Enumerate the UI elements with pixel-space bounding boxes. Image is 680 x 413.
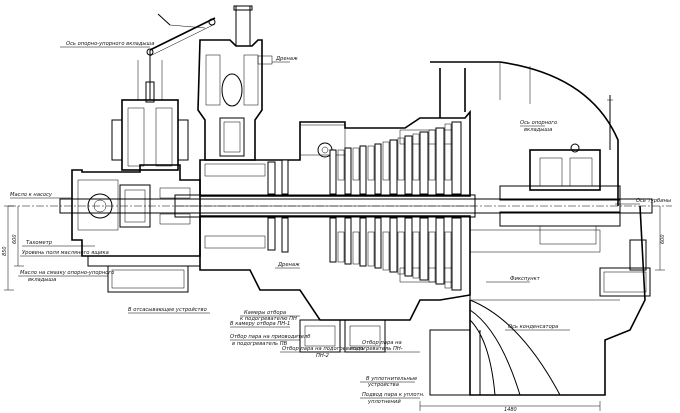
dim-bottom-length: 1480 bbox=[504, 407, 517, 413]
label-tachometer: Тахометр bbox=[26, 240, 53, 246]
label-oil-to-bearing-1: Масло на смазку опорно-упорного bbox=[20, 270, 114, 276]
label-drain-top: Дренаж bbox=[275, 56, 298, 62]
label-steam-to-heater-pn-2: подогреватель ПН- bbox=[350, 346, 403, 352]
label-to-ejector-2: устройства bbox=[367, 382, 399, 388]
label-steam-to-deaerator-2: в подогреватель ПВ bbox=[232, 341, 288, 347]
label-bearing-axis-right-1: Ось опорного bbox=[520, 120, 557, 126]
label-fixpoint: Фикспункт bbox=[510, 276, 541, 282]
label-to-seal-device: В отсасывающее устройство bbox=[128, 307, 207, 313]
top-lever-arm bbox=[146, 13, 216, 57]
label-condenser-axis: Ось конденсатора bbox=[508, 324, 558, 330]
label-steam-to-heater-pn-1: Отбор пара на bbox=[362, 340, 402, 346]
dimension-lines bbox=[4, 205, 665, 411]
dim-right-height: 600 bbox=[660, 234, 666, 244]
label-to-ejector-1: В уплотнительные bbox=[366, 376, 417, 382]
governor-valve-stack bbox=[111, 50, 189, 171]
label-extraction-lp1-2: к подогревателю ПН bbox=[240, 316, 297, 322]
label-steam-to-heater-1: Отбор пара на подогреватель bbox=[282, 346, 365, 352]
label-extraction-lp1-1: Камеры отбора bbox=[244, 310, 286, 316]
label-bearing-axis-right-2: вкладыша bbox=[524, 127, 552, 133]
label-steam-supply-2: уплотнений bbox=[367, 399, 401, 405]
turbine-blade-stages bbox=[267, 121, 462, 291]
label-thrust-bearing-axis: Ось опорно-упорного вкладыша bbox=[66, 41, 154, 47]
label-drain-mid: Дренаж bbox=[277, 262, 300, 268]
label-oil-to-bearing-2: вкладыша bbox=[28, 277, 56, 283]
label-turbine-axis: Ось турбины bbox=[636, 198, 671, 204]
label-steam-to-heater-2: ПН-2 bbox=[316, 353, 329, 359]
label-steam-supply-1: Подвод пара к уплотн. bbox=[362, 392, 425, 398]
rear-bearing-housing bbox=[499, 95, 653, 245]
dim-left-height: 600 bbox=[12, 234, 18, 244]
front-bearing-housing bbox=[71, 164, 201, 293]
leader-lines bbox=[10, 46, 640, 399]
label-steam-to-deaerator-1: Отбор пара на приоводителб bbox=[230, 334, 311, 340]
label-extraction-pn1: В камеру отбора ПН-1 bbox=[230, 321, 290, 327]
label-oil-to-pump: Масло к насосу bbox=[10, 192, 53, 198]
foundation-plates bbox=[299, 239, 651, 353]
dim-left-height-total: 850 bbox=[2, 246, 8, 256]
steam-inlet-pipe bbox=[197, 5, 273, 161]
exhaust-hood bbox=[429, 61, 646, 396]
hp-cylinder-casing bbox=[199, 109, 471, 321]
label-oil-level: Уровень поля масляного ящика bbox=[22, 250, 109, 256]
